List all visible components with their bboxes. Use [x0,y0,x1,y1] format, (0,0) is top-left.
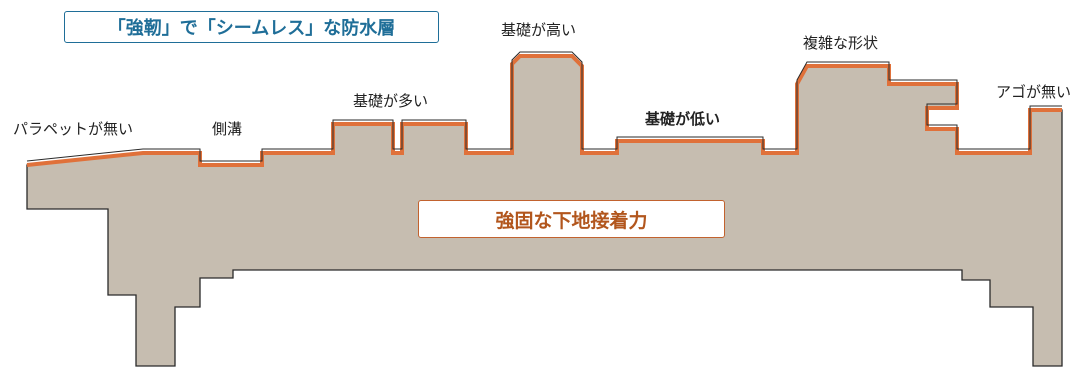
label-many-bases: 基礎が多い [353,92,429,110]
label-side-ditch: 側溝 [212,120,243,138]
label-high-base: 基礎が高い [501,21,577,39]
waterproof-layer-edge [26,51,1062,162]
label-no-chin: アゴが無い [996,83,1072,101]
center-label-box: 強固な下地接着力 [418,200,725,238]
label-complex-shape: 複雑な形状 [803,34,879,52]
title-box: 「強靭」で「シームレス」な防水層 [64,11,439,43]
label-low-base: 基礎が低い [645,110,721,128]
label-no-parapet: パラペットが無い [13,120,134,138]
